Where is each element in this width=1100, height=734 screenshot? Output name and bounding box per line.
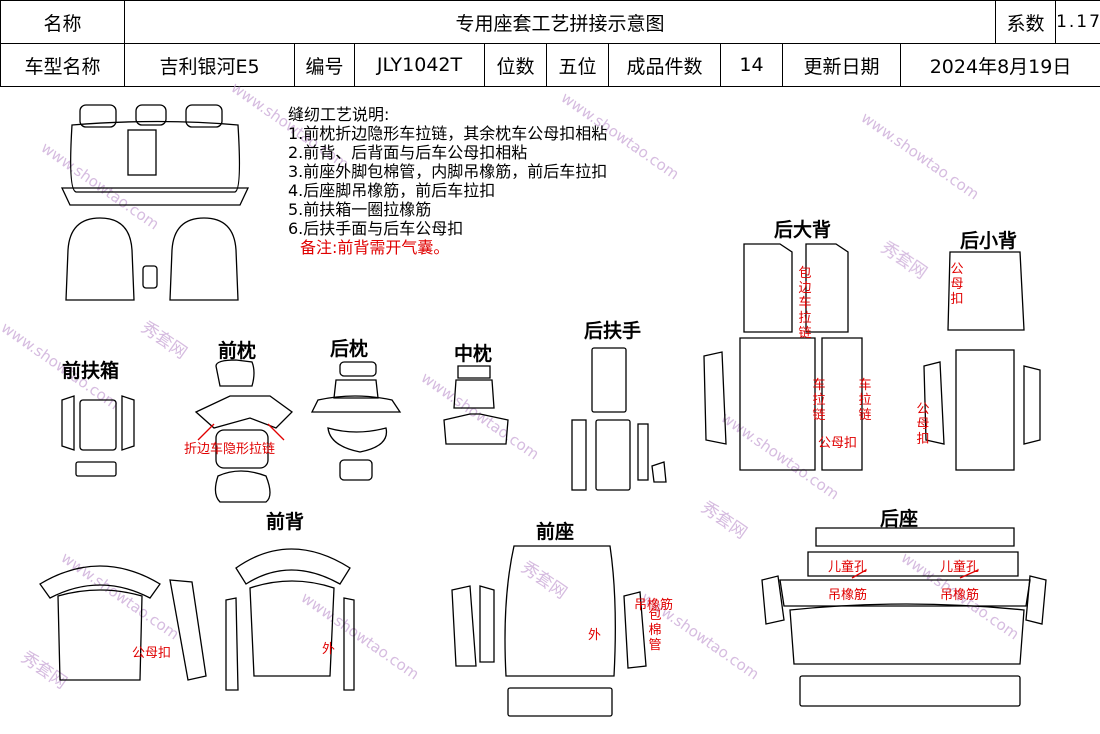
name-label: 名称	[0, 0, 125, 44]
header-table: 名称 专用座套工艺拼接示意图 系数 1.17 车型名称 吉利银河E5 编号 JL…	[0, 0, 1100, 88]
rear-big-back-parts	[703, 243, 863, 471]
middle-headrest-parts	[443, 365, 509, 445]
annotation-elastic: 吊橡筋	[940, 588, 980, 603]
annotation-elastic: 吊橡筋	[634, 598, 674, 613]
front-seat-parts	[451, 545, 647, 717]
seats-value: 五位	[546, 43, 609, 87]
rear-small-back-parts	[923, 251, 1041, 471]
label-middle-headrest: 中枕	[454, 343, 493, 365]
annotation-arrows	[197, 423, 979, 579]
label-front-armbox: 前扶箱	[62, 360, 120, 382]
rear-seat-overview	[60, 104, 250, 206]
note-item: 1.前枕折边隐形车拉链，其余枕车公母扣相粘	[288, 124, 608, 143]
note-item: 4.后座脚吊橡筋，前后车拉扣	[288, 181, 496, 200]
pieces-label: 成品件数	[608, 43, 721, 87]
label-rear-big-back: 后大背	[774, 219, 832, 241]
pieces-value: 14	[720, 43, 783, 87]
note-item: 3.前座外脚包棉管，内脚吊橡筋，前后车拉扣	[288, 162, 608, 181]
annotation-child-hole: 儿童孔	[940, 560, 980, 575]
label-rear-headrest: 后枕	[330, 338, 369, 360]
annotation-snap: 公母扣	[132, 646, 172, 661]
front-headrest-parts	[194, 359, 293, 503]
label-front-headrest: 前枕	[218, 340, 257, 362]
note-item: 2.前背、后背面与后车公母扣相粘	[288, 143, 528, 162]
date-label: 更新日期	[782, 43, 901, 87]
page-title: 专用座套工艺拼接示意图	[123, 0, 997, 44]
date-value: 2024年8月19日	[899, 43, 1100, 87]
label-rear-armrest: 后扶手	[584, 320, 642, 342]
annotation-cotton-tube: 包棉管	[648, 608, 662, 653]
annotation-wrap-zipper: 包边车拉链	[798, 266, 812, 341]
annotation-snap: 公母扣	[950, 262, 964, 307]
code-label: 编号	[294, 43, 355, 87]
rear-headrest-parts	[310, 361, 402, 481]
annotation-elastic: 吊橡筋	[828, 588, 868, 603]
rear-armrest-parts	[571, 347, 667, 491]
annotation-child-hole: 儿童孔	[828, 560, 868, 575]
coef-value: 1.17	[1055, 0, 1100, 44]
seats-label: 位数	[484, 43, 547, 87]
notes-heading: 缝纫工艺说明:	[288, 105, 390, 124]
note-item: 6.后扶手面与后车公母扣	[288, 219, 464, 238]
front-back-parts	[39, 548, 355, 691]
annotation-snap: 公母扣	[916, 402, 930, 447]
note-item: 5.前扶箱一圈拉橡筋	[288, 200, 432, 219]
annotation-outer: 外	[322, 642, 336, 657]
front-seats-overview	[65, 217, 239, 301]
annotation-snap: 公母扣	[818, 436, 858, 451]
front-armbox-parts	[61, 395, 135, 477]
annotation-pull-buckle: 车拉链	[812, 378, 826, 423]
annotation-fold-zipper: 折边车隐形拉链	[184, 442, 276, 457]
label-rear-small-back: 后小背	[960, 230, 1018, 252]
label-front-back: 前背	[266, 511, 305, 533]
annotation-pull-buckle: 车拉链	[858, 378, 872, 423]
label-rear-seat: 后座	[880, 508, 919, 530]
code-value: JLY1042T	[354, 43, 485, 87]
annotation-outer: 外	[588, 628, 602, 643]
label-front-seat: 前座	[536, 521, 575, 543]
rear-seat-parts	[761, 527, 1047, 707]
notes-remark: 备注:前背需开气囊。	[300, 238, 450, 257]
sewing-notes: 缝纫工艺说明: 1.前枕折边隐形车拉链，其余枕车公母扣相粘 2.前背、后背面与后…	[288, 105, 607, 257]
